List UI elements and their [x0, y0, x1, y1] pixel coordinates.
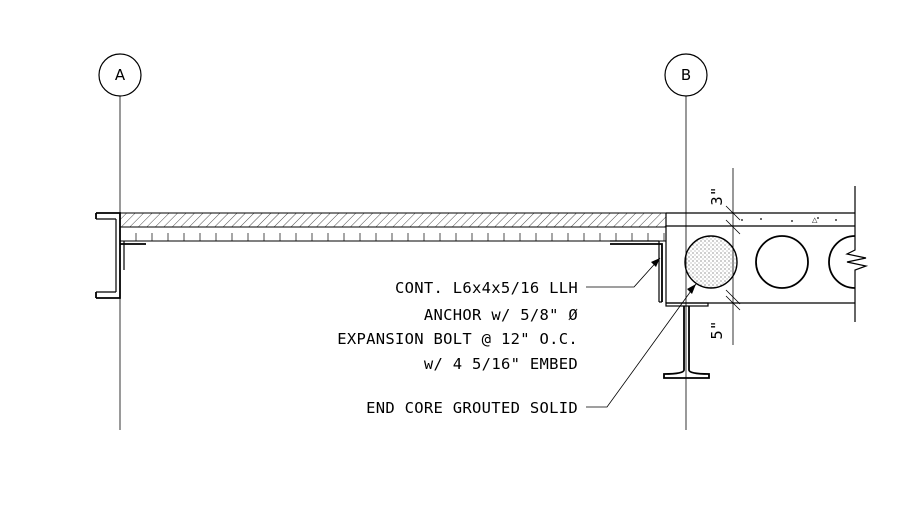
hollow-core-plank: △ — [665, 186, 869, 322]
callout-end-core: END CORE GROUTED SOLID — [366, 283, 697, 417]
leader-core — [586, 283, 697, 408]
callout-angle-anchor: CONT. L6x4x5/16 LLH ANCHOR w/ 5/8" Ø EXP… — [337, 257, 661, 373]
steel-angle-b — [610, 240, 663, 303]
svg-text:△: △ — [812, 216, 818, 224]
callout-line-4: w/ 4 5/16" EMBED — [424, 355, 578, 373]
leader-angle — [586, 257, 661, 288]
grid-label-a: A — [115, 66, 126, 84]
steel-w-beam — [663, 302, 710, 379]
callout-line-2: ANCHOR w/ 5/8" Ø — [424, 306, 578, 324]
callout-core-text: END CORE GROUTED SOLID — [366, 399, 578, 417]
dimension-string: 3" 5" — [708, 168, 741, 345]
slab-deck — [119, 212, 667, 242]
dimension-bottom: 5" — [708, 320, 726, 339]
callout-line-3: EXPANSION BOLT @ 12" O.C. — [337, 330, 578, 348]
hollow-core — [755, 235, 809, 289]
hollow-core-partial — [828, 235, 856, 289]
steel-channel-a — [95, 212, 146, 299]
callout-line-1: CONT. L6x4x5/16 LLH — [395, 279, 578, 297]
grid-label-b: B — [681, 66, 691, 84]
grouted-end-core — [684, 235, 738, 289]
dimension-top: 3" — [708, 186, 726, 205]
